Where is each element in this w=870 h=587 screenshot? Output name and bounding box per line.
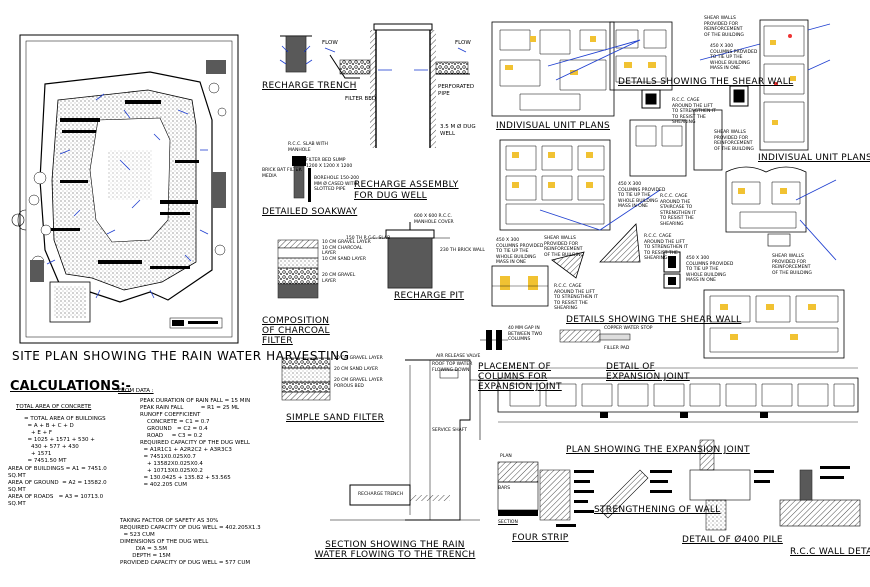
charcoal-filter <box>277 239 319 299</box>
columns-note-top: 450 X 300 COLUMNS PROVIDED TO TIE UP THE… <box>710 44 758 71</box>
sand-layer-notes: 20 CM GRAVEL LAYER 20 CM SAND LAYER 20 C… <box>334 356 383 389</box>
service-shaft-note: SERVICE SHAFT <box>432 428 467 433</box>
filler-pad-note: FILLER PAD <box>604 346 630 351</box>
sand-filter <box>281 357 331 401</box>
charcoal-layer-notes: 10 CM GRAVEL LAYER 10 CM CHARCOAL LAYER … <box>322 240 371 284</box>
roof-top-note: ROOF TOP WATER FLOWING DOWN <box>432 362 473 373</box>
expansion-columns <box>480 329 631 350</box>
columns-note-right: 450 X 300 COLUMNS PROVIDED TO TIE UP THE… <box>686 256 734 283</box>
dug-well-label: 3.5 M Ø DUG WELL <box>440 124 476 137</box>
expansion-plan-strip <box>497 367 859 423</box>
sand-filter-title: SIMPLE SAND FILTER <box>286 413 385 423</box>
shear-walls-note-right: SHEAR WALLS PROVIDED FOR REINFORCEMENT O… <box>772 254 812 276</box>
four-strip-title: FOUR STRIP <box>512 533 569 543</box>
dug-well-section <box>324 23 470 148</box>
shear-walls-note-left: SHEAR WALLS PROVIDED FOR REINFORCEMENT O… <box>544 236 584 258</box>
slab-manhole-note: R.C.C. SLAB WITH MANHOLE <box>288 142 328 153</box>
plan-label: PLAN <box>500 454 512 459</box>
pile-detail-title: DETAIL OF Ø400 PILE <box>682 535 783 545</box>
columns-note-mid: 450 X 300 COLUMNS PROVIDED TO TIE UP THE… <box>618 182 666 209</box>
bedroom-plans <box>491 265 549 307</box>
plan-expansion-title: PLAN SHOWING THE EXPANSION JOINT <box>566 445 750 455</box>
room-plan-right <box>703 289 845 359</box>
recharge-pit-title: RECHARGE PIT <box>394 291 465 301</box>
bars-note: BARS <box>498 486 511 491</box>
strengthening-wall <box>599 469 672 519</box>
from-data-lines: PEAK DURATION OF RAIN FALL = 15 MIN PEAK… <box>140 398 251 488</box>
columns-expansion-title: PLACEMENT OF COLUMNS FOR EXPANSION JOINT <box>478 362 562 392</box>
from-data-heading: FROM DATA : <box>118 388 154 394</box>
four-strip-detail <box>497 461 594 527</box>
shear-walls-note-mid: SHEAR WALLS PROVIDED FOR REINFORCEMENT O… <box>714 130 754 152</box>
calculations-heading: CALCULATIONS:- <box>10 379 131 394</box>
concrete-heading: TOTAL AREA OF CONCRETE <box>16 404 92 410</box>
unit-plans-title-2: INDIVISUAL UNIT PLANS <box>758 153 870 163</box>
gap-columns-note: 40 MM GAP IN BETWEEN TWO COLUMNS <box>508 326 543 342</box>
columns-note-left: 450 X 300 COLUMNS PROVIDED TO TIE UP THE… <box>496 238 544 265</box>
flow-label-left: FLOW <box>322 40 338 46</box>
recharge-pit <box>370 222 450 289</box>
rcc-cage-note-low: R.C.C. CAGE AROUND THE LIFT TO STRENGTHE… <box>554 284 598 311</box>
shear-wall-triangles <box>551 223 681 289</box>
soakway-title: DETAILED SOAKWAY <box>262 207 358 217</box>
perforated-pipe-label: PERFORATED PIPE <box>438 84 475 97</box>
column-details-top <box>641 85 749 109</box>
shear-wall-title-2: DETAILS SHOWING THE SHEAR WALL <box>566 315 742 325</box>
recharge-assembly-title: RECHARGE ASSEMBLY FOR DUG WELL <box>354 180 459 201</box>
rcc-wall-title: R.C.C WALL DETAIL <box>790 547 870 557</box>
unit-plan-middle <box>499 109 723 231</box>
pit-cover-note: 600 X 600 R.C.C. MANHOLE COVER <box>414 214 454 225</box>
borehole-note: BOREHOLE 150-200 MM Ø CASED WITH SLOTTED… <box>314 176 360 192</box>
section-flow-drawing <box>330 359 520 521</box>
rcc-cage-note-mid: R.C.C. CAGE AROUND THE LIFT TO STRENGTHE… <box>644 234 688 261</box>
site-plan-title: SITE PLAN SHOWING THE RAIN WATER HARVEST… <box>12 349 350 363</box>
air-release-note: AIR RELEASE VALVE <box>436 354 481 359</box>
unit-plans-title-1: INDIVISUAL UNIT PLANS <box>496 121 610 131</box>
section-label: SECTION <box>498 520 518 525</box>
rcc-cage-note-top: R.C.C. CAGE AROUND THE LIFT TO STRENGTHE… <box>672 98 716 125</box>
site-plan <box>11 34 239 344</box>
area-lines: AREA OF BUILDINGS = A1 = 7451.0 SQ.MT AR… <box>8 466 107 507</box>
unit-plan-right <box>725 166 837 261</box>
shear-walls-note-top: SHEAR WALLS PROVIDED FOR REINFORCEMENT O… <box>704 16 744 38</box>
concrete-lines: = TOTAL AREA OF BUILDINGS = A + B + C + … <box>24 416 106 464</box>
filter-bed-sump-note: FILTER BED SUMP 1200 X 1200 X 1200 <box>306 158 353 169</box>
filter-bed-label: FILTER BED <box>345 96 376 102</box>
charcoal-filter-title: COMPOSITION OF CHARCOAL FILTER <box>262 316 330 346</box>
copper-water-stop-note: COPPER WATER STOP <box>604 326 653 331</box>
strengthening-title: STRENGTHENING OF WALL <box>594 505 721 515</box>
brick-bat-note: BRICK BAT FILTER MEDIA <box>262 168 302 179</box>
brick-wall-note: 230 TH BRICK WALL <box>440 248 485 253</box>
tower-plan-right <box>759 19 831 151</box>
section-flow-title: SECTION SHOWING THE RAIN WATER FLOWING T… <box>314 540 476 560</box>
recharge-trench-small-note: RECHARGE TRENCH <box>358 492 404 497</box>
safety-lines: TAKING FACTOR OF SAFETY AS 30% REQUIRED … <box>120 518 261 566</box>
unit-plan-top <box>491 21 761 117</box>
pile-detail <box>689 439 774 531</box>
expansion-detail-title: DETAIL OF EXPANSION JOINT <box>606 362 690 382</box>
recharge-trench-title: RECHARGE TRENCH <box>262 81 357 91</box>
rcc-wall-detail <box>779 466 861 527</box>
soakway <box>292 156 311 202</box>
recharge-trench <box>279 35 313 73</box>
rcc-top-note: 150 TH R.C.C. SLAB <box>346 236 391 241</box>
shear-wall-title-1: DETAILS SHOWING THE SHEAR WALL <box>618 77 794 87</box>
flow-label-right: FLOW <box>455 40 471 46</box>
rcc-cage-stair-note: R.C.C. CAGE AROUND THE STAIRCASE TO STRE… <box>660 194 697 227</box>
